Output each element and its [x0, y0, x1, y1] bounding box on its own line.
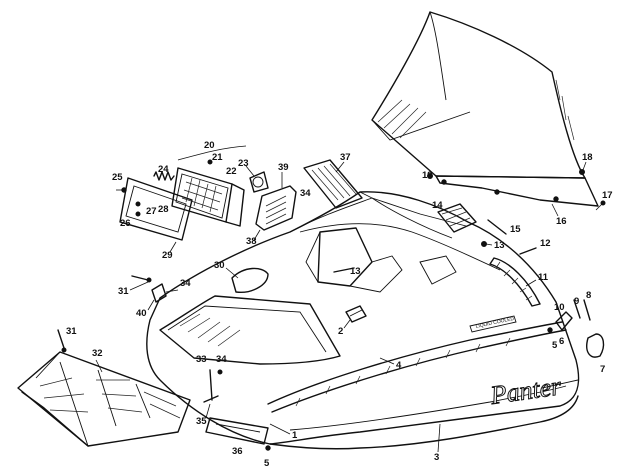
- callout-33: 33: [196, 354, 207, 365]
- misc-small-parts: [57, 219, 605, 451]
- callout-14: 14: [432, 200, 443, 211]
- windshield-fasteners: [427, 169, 606, 211]
- callout-22: 22: [226, 166, 237, 177]
- callout-34-vent: 34: [300, 188, 311, 199]
- callout-40: 40: [136, 308, 147, 319]
- callout-25: 25: [112, 172, 123, 183]
- top-vent-37: [303, 159, 363, 209]
- callout-10: 10: [554, 302, 565, 313]
- callout-7: 7: [600, 364, 605, 375]
- callout-9: 9: [574, 296, 579, 307]
- callout-37: 37: [340, 152, 351, 163]
- callout-28: 28: [158, 204, 169, 215]
- callout-20: 20: [204, 140, 215, 151]
- callout-12: 12: [540, 238, 551, 249]
- windshield-mount-strip: [435, 175, 599, 207]
- side-vent: [489, 257, 541, 307]
- front-nameplate: [205, 417, 269, 445]
- callout-36: 36: [232, 446, 243, 457]
- callout-18: 18: [582, 152, 593, 163]
- callouts: 1 2 3 4 5 5 6 7 8 9 10 11 12 13 13: [66, 140, 613, 469]
- headlight-bezel: [119, 177, 193, 241]
- vent-insert-14: [437, 203, 477, 233]
- hood-latch: [586, 333, 605, 358]
- callout-27: 27: [146, 206, 157, 217]
- callout-2: 2: [338, 326, 343, 337]
- callout-3: 3: [434, 452, 439, 463]
- callout-38: 38: [246, 236, 257, 247]
- callout-19: 19: [422, 170, 433, 181]
- callout-13-center: 13: [350, 266, 361, 277]
- callout-8: 8: [586, 290, 591, 301]
- callout-31-upper: 31: [118, 286, 129, 297]
- callout-6: 6: [559, 336, 564, 347]
- air-scoop: [231, 267, 269, 293]
- callout-15: 15: [510, 224, 521, 235]
- callout-35: 35: [196, 416, 207, 427]
- callout-29: 29: [162, 250, 173, 261]
- callout-23: 23: [238, 158, 249, 169]
- headlight-assembly: [116, 159, 269, 241]
- windshield: [371, 11, 599, 207]
- callout-4: 4: [396, 360, 402, 371]
- callout-31-lower: 31: [66, 326, 77, 337]
- callout-30: 30: [214, 260, 225, 271]
- callout-16: 16: [556, 216, 567, 227]
- callout-13-right: 13: [494, 240, 505, 251]
- callout-24: 24: [158, 164, 169, 175]
- callout-17: 17: [602, 190, 613, 201]
- callout-34-left: 34: [180, 278, 191, 289]
- callout-1: 1: [292, 430, 298, 441]
- callout-11: 11: [538, 272, 549, 283]
- callout-34-front: 34: [216, 354, 227, 365]
- front-grille: [17, 351, 191, 447]
- callout-5-bottom: 5: [264, 458, 270, 469]
- brand-decal: Panter: [488, 371, 564, 410]
- callout-26: 26: [120, 218, 131, 229]
- hood-badge-text: LIQUID COOLED: [475, 316, 515, 330]
- callout-39: 39: [278, 162, 289, 173]
- callout-21: 21: [212, 152, 223, 163]
- side-vent-grille: [255, 185, 297, 231]
- callout-5-right: 5: [552, 340, 558, 351]
- callout-32: 32: [92, 348, 103, 359]
